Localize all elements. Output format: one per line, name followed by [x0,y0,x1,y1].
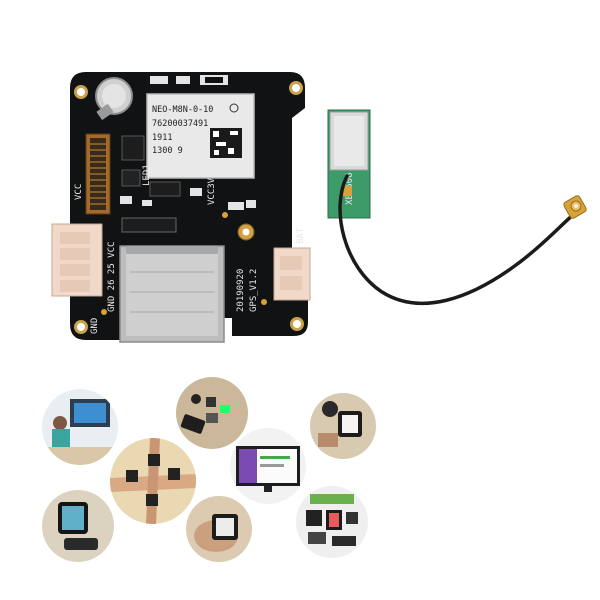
battery-connector [273,247,311,301]
thumb-hands-watches [110,438,196,524]
silk-connector-pins: GND 26 25 VCC [107,242,117,312]
silk-vcc-side: VCC [74,184,84,200]
chip-serial: 76200037491 [152,119,208,129]
silk-led: LED1 [142,164,152,186]
chip-code-b: 1300 9 [152,146,183,156]
silk-bat: BAT [296,227,306,244]
silk-version-date: 20190920 [236,269,246,312]
chip-model: NEO-M8N-0-10 [152,105,213,115]
gps-antenna: XE5506 [327,109,587,306]
thumb-person-desk [42,389,118,465]
gps-module-board: NEO-M8N-0-10 76200037491 1911 1300 9 VCC… [51,72,311,343]
silk-vcc33: VCC3V3 [207,172,217,205]
thumb-watch-device [42,490,114,562]
thumb-devices-table [176,377,248,449]
thumb-hand-watch [186,496,252,562]
thumb-watch-kit [296,486,368,558]
thumb-watch-hand-top [310,393,376,459]
chip-code-a: 1911 [152,133,172,143]
ufl-plug [563,195,587,219]
silk-version-name: GPS_V1.2 [249,269,259,312]
silk-gnd-bottom: GND [90,318,100,334]
antenna-cable [338,174,576,306]
thumb-monitor [230,428,306,504]
